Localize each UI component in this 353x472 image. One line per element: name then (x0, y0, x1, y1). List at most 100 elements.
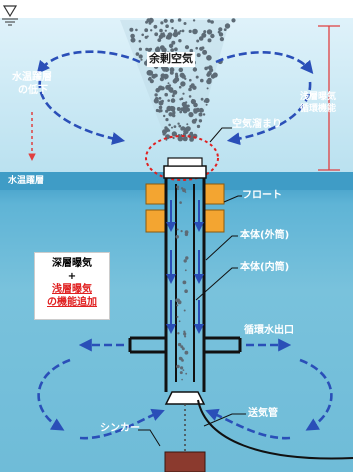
air-bubble (138, 54, 143, 59)
sinker-label: シンカー (100, 423, 140, 434)
air-bubble (153, 24, 158, 29)
inner-bubble (184, 350, 189, 355)
inner-bubble (184, 191, 187, 193)
air-bubble (159, 109, 163, 113)
inner-bubble (184, 289, 188, 294)
sinker-block (164, 451, 206, 472)
inner-bubble (179, 201, 182, 204)
air-bubble (192, 28, 198, 35)
air-bubble (178, 124, 182, 128)
inner-bubble (184, 269, 187, 272)
air-bubble (180, 81, 186, 87)
air-bubble (199, 107, 204, 113)
inner-bubble (175, 235, 179, 239)
air-bubble (200, 78, 204, 83)
float-left-top (145, 183, 167, 205)
air-bubble (179, 110, 183, 114)
inner-bubble (179, 371, 183, 375)
air-bubble (177, 135, 184, 142)
air-bubble (170, 105, 173, 109)
air-bubble (188, 95, 192, 98)
air-bubble (165, 118, 169, 122)
float-label: フロート (242, 190, 282, 201)
inner-bubble (183, 309, 186, 312)
leader-lines (138, 127, 246, 447)
air-bubble (195, 46, 198, 50)
air-bubble (177, 122, 180, 125)
air-bubble (156, 46, 160, 50)
inner-bubble (176, 228, 179, 231)
air-bubble (217, 30, 221, 34)
air-bubble (190, 83, 195, 88)
shallow-function-label-2: 循環機能 (300, 104, 337, 114)
air-bubble (144, 28, 149, 33)
air-bubble (158, 105, 163, 110)
air-bubble (172, 78, 178, 84)
float-right-bottom (203, 209, 225, 233)
air-bubble (181, 74, 186, 79)
air-bubble (182, 108, 188, 114)
air-bubble (185, 101, 188, 104)
inner-bubble (176, 364, 180, 369)
air-bubble (177, 31, 181, 35)
callout-line-2: + (67, 271, 77, 282)
air-bubble (135, 28, 138, 32)
air-bubble (174, 47, 178, 52)
air-bubble (148, 21, 152, 25)
air-bubble (210, 33, 215, 39)
air-bubble (171, 40, 176, 45)
air-bubble (140, 58, 143, 61)
air-bubble (164, 29, 167, 32)
air-bubble (207, 19, 211, 23)
air-bubble (177, 18, 182, 22)
air-bubble (171, 94, 175, 98)
thermocline-fall-label-1: 水温躍層 (12, 72, 52, 83)
outlet-flange (128, 336, 242, 354)
air-bubble (172, 92, 176, 95)
air-bubble (178, 39, 182, 43)
air-bubble (169, 67, 175, 73)
air-bubble (188, 112, 194, 118)
air-bubble (181, 29, 185, 33)
air-bubble (206, 74, 209, 77)
inner-bubble (180, 345, 184, 349)
air-bubble (192, 19, 196, 22)
air-bubble (195, 75, 199, 79)
inner-bubble (175, 298, 179, 303)
air-bubble (163, 18, 168, 23)
air-bubble (158, 85, 163, 91)
air-bubble (210, 74, 216, 79)
air-bubble (202, 113, 206, 116)
air-bubble (172, 110, 176, 114)
air-bubble (204, 66, 208, 71)
inner-bubble (180, 366, 184, 370)
air-bubble (179, 30, 182, 33)
air-bubble (168, 123, 171, 127)
air-bubble (130, 37, 136, 43)
inner-bubble (183, 259, 187, 263)
callout-line-3: 浅層曝気 (52, 284, 92, 295)
air-bubble (181, 126, 186, 130)
outer-body-label: 本体(外筒) (240, 230, 290, 241)
function-callout-box: 深層曝気 + 浅層曝気 の機能追加 (34, 252, 110, 320)
air-pipe-label: 送気管 (248, 408, 278, 419)
float-left-bottom (145, 209, 167, 233)
air-bubble (161, 47, 167, 53)
inner-bubble (177, 342, 182, 347)
shallow-circulation-bracket (318, 25, 340, 171)
air-bubble (178, 85, 182, 89)
air-bubble (148, 76, 152, 80)
inner-bubbles (175, 185, 189, 381)
air-bubble (211, 20, 214, 23)
air-bubble (198, 119, 203, 123)
air-bubble (141, 33, 144, 37)
callout-line-4: の機能追加 (47, 297, 97, 308)
air-bubble (171, 27, 174, 30)
air-bubble (198, 36, 204, 41)
air-bubble (146, 70, 153, 76)
inner-bubble (181, 378, 183, 381)
upper-circulation-arrows (36, 50, 314, 146)
inner-flow-arrows (166, 200, 204, 334)
air-bubble (184, 137, 188, 141)
air-bubble (171, 126, 173, 129)
